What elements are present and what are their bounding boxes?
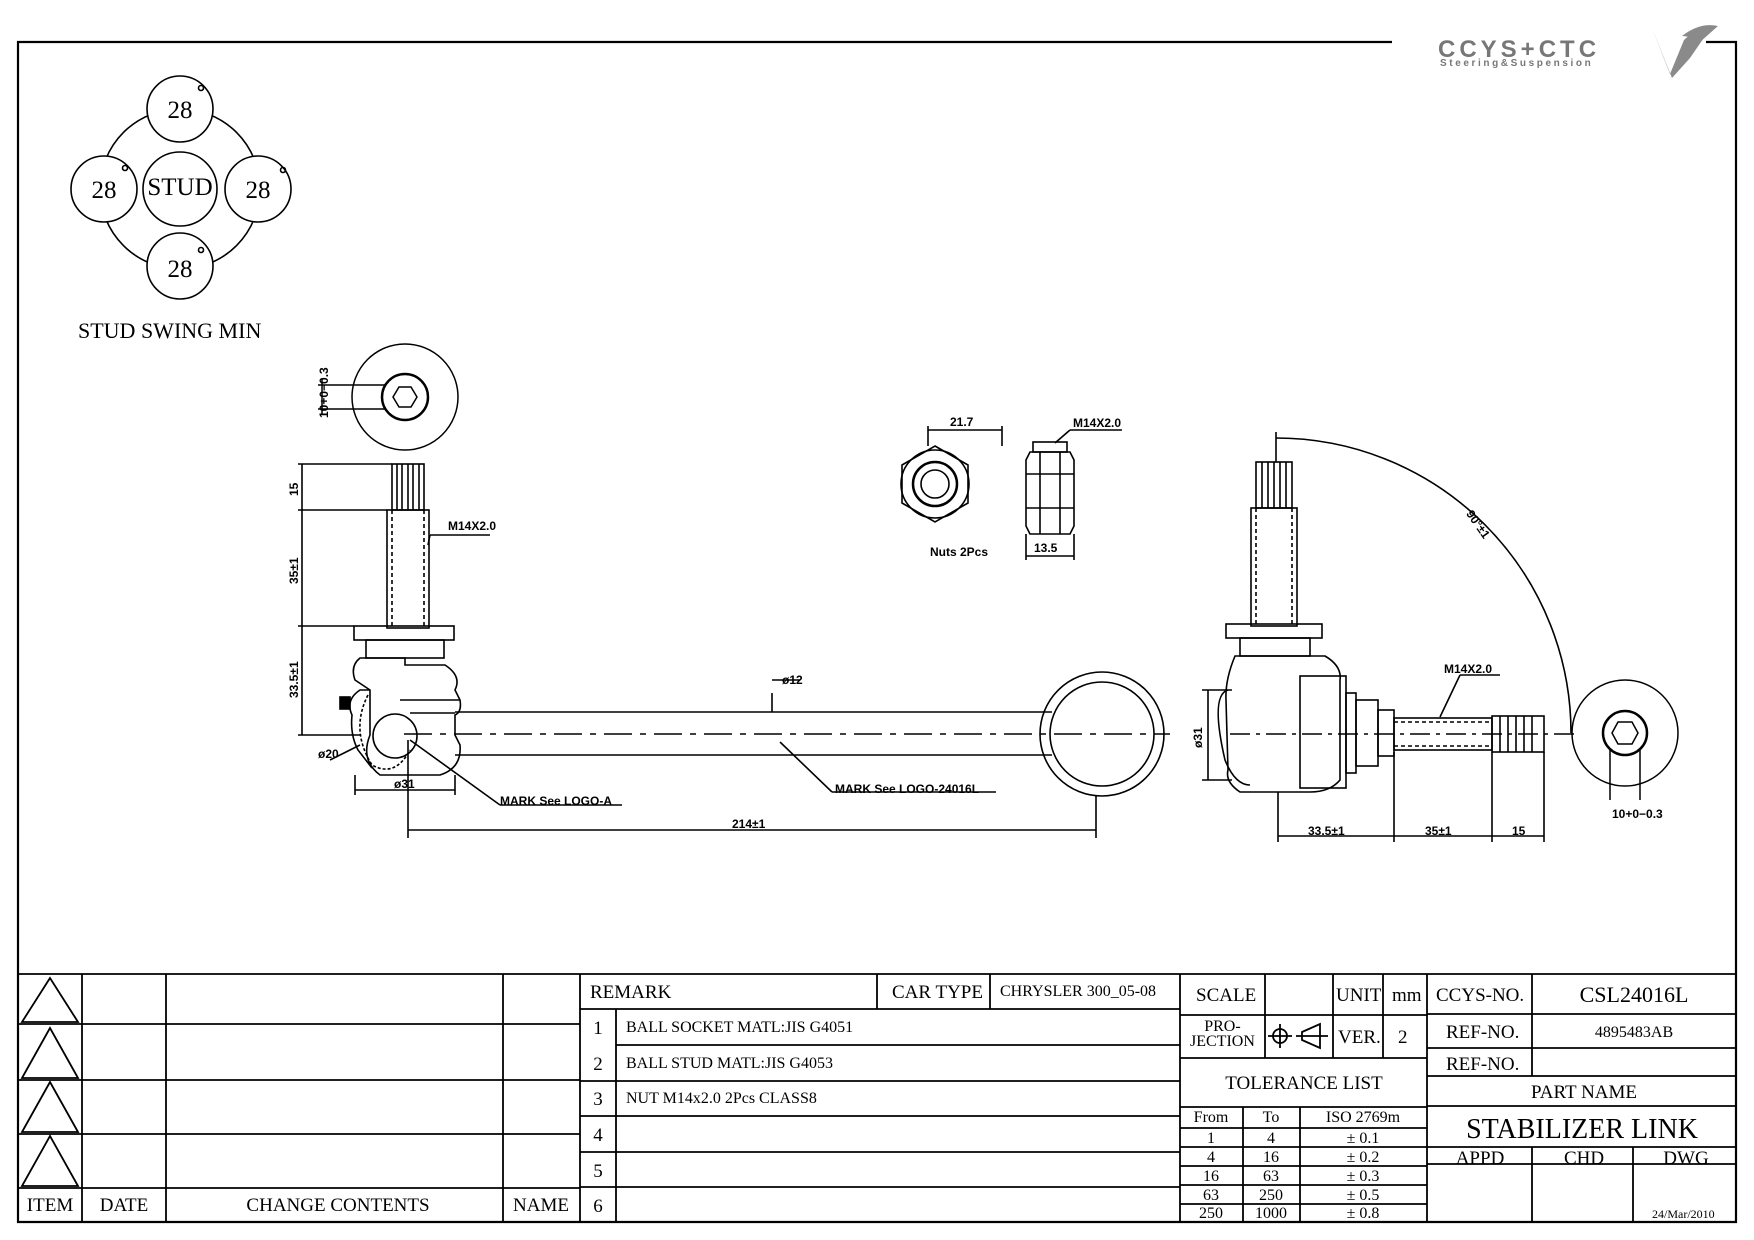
drawing-border — [16, 40, 1738, 1224]
swing-bottom-value: 28 — [167, 256, 193, 283]
dwg-label: DWG — [1663, 1148, 1709, 1169]
remark-no-5: 5 — [593, 1161, 603, 1182]
tol-header-from: From — [1193, 1109, 1229, 1126]
tol-row-2-tol: ± 0.2 — [1346, 1149, 1380, 1166]
remark-text-1: BALL SOCKET MATL:JIS G4051 — [626, 1019, 854, 1036]
nut-caption: Nuts 2Pcs — [930, 545, 989, 559]
dim-hex-right-tol: 10+0−0.3 — [1612, 807, 1663, 821]
tol-row-1-from: 1 — [1207, 1130, 1215, 1147]
remark-no-1: 1 — [593, 1018, 603, 1039]
car-type-value: CHRYSLER 300_05-08 — [1000, 983, 1157, 1000]
stud-swing-diagram — [70, 75, 292, 300]
right-ball-joint — [1202, 432, 1580, 842]
swing-left-value: 28 — [91, 177, 117, 204]
rev-header-date: DATE — [99, 1195, 149, 1216]
unit-label: UNIT — [1336, 985, 1382, 1006]
dim-stud-35: 35±1 — [287, 557, 301, 584]
dim-hex-top-tol: 10+0−0.3 — [317, 367, 331, 418]
dim-dia31-left: ø31 — [394, 777, 415, 791]
tol-header-to: To — [1262, 1109, 1280, 1126]
dim-stud-335: 33.5±1 — [287, 661, 301, 698]
mark-logo-a: MARK See LOGO-A — [500, 794, 613, 808]
dim-thread-right: M14X2.0 — [1444, 662, 1493, 676]
scale-label: SCALE — [1196, 985, 1257, 1006]
car-type-label: CAR TYPE — [892, 982, 983, 1003]
unit-value: mm — [1392, 985, 1422, 1006]
nut-views — [900, 426, 1122, 560]
dim-r-35: 35±1 — [1425, 824, 1452, 838]
ref-no-1-value: 4895483AB — [1594, 1024, 1674, 1041]
ver-value: 2 — [1398, 1027, 1408, 1048]
drawing-date: 24/Mar/2010 — [1652, 1207, 1715, 1221]
dim-thread-left: M14X2.0 — [448, 519, 497, 533]
left-ball-joint — [298, 463, 490, 795]
rev-header-item: ITEM — [26, 1195, 74, 1216]
ref-no-1-label: REF-NO. — [1446, 1022, 1520, 1043]
dim-dia12: ø12 — [782, 673, 803, 687]
tol-row-4-tol: ± 0.5 — [1346, 1187, 1380, 1204]
remark-no-2: 2 — [593, 1054, 603, 1075]
dim-nut-thread: M14X2.0 — [1073, 416, 1122, 430]
logo-mark — [1652, 25, 1718, 78]
swing-center-label: STUD — [147, 174, 213, 201]
tol-row-5-to: 1000 — [1255, 1205, 1287, 1222]
part-name-label: PART NAME — [1530, 1082, 1638, 1103]
rev-header-name: NAME — [513, 1195, 569, 1216]
rev-header-change: CHANGE CONTENTS — [246, 1195, 430, 1216]
tol-row-3-from: 16 — [1203, 1168, 1219, 1185]
title-block-grid — [18, 973, 1736, 1222]
mark-logo-part: MARK See LOGO-24016L — [835, 782, 980, 796]
tol-row-4-to: 250 — [1259, 1187, 1283, 1204]
tol-row-2-from: 4 — [1207, 1149, 1215, 1166]
dim-nut-height: 13.5 — [1034, 541, 1058, 555]
remark-no-3: 3 — [593, 1089, 603, 1110]
ref-no-2-label: REF-NO. — [1446, 1054, 1520, 1075]
remark-text-3: NUT M14x2.0 2Pcs CLASS8 — [626, 1090, 817, 1107]
tol-row-5-from: 250 — [1199, 1205, 1223, 1222]
dim-r-335: 33.5±1 — [1308, 824, 1345, 838]
swing-caption: STUD SWING MIN — [78, 318, 262, 343]
swing-right-value: 28 — [245, 177, 271, 204]
remark-no-6: 6 — [593, 1196, 603, 1217]
tol-row-3-to: 63 — [1263, 1168, 1279, 1185]
swing-top-value: 28 — [167, 97, 193, 124]
appd-label: APPD — [1455, 1148, 1505, 1169]
remark-text-2: BALL STUD MATL:JIS G4053 — [626, 1055, 833, 1072]
tol-row-4-from: 63 — [1203, 1187, 1219, 1204]
remark-title: REMARK — [590, 982, 672, 1003]
dim-stud-15: 15 — [287, 482, 301, 496]
right-stud-end-view — [1571, 679, 1679, 800]
dim-nut-width: 21.7 — [950, 415, 974, 429]
dim-length-214: 214±1 — [732, 817, 766, 831]
tolerance-title: TOLERANCE LIST — [1225, 1073, 1383, 1094]
ccys-no-label: CCYS-NO. — [1436, 985, 1525, 1006]
tol-row-1-to: 4 — [1267, 1130, 1275, 1147]
remark-no-4: 4 — [593, 1125, 603, 1146]
tol-row-1-tol: ± 0.1 — [1346, 1130, 1380, 1147]
part-name-value: STABILIZER LINK — [1466, 1114, 1698, 1145]
dim-dia20: ø20 — [318, 747, 339, 761]
ccys-no-value: CSL24016L — [1579, 982, 1689, 1007]
tol-row-2-to: 16 — [1263, 1149, 1279, 1166]
tol-header-iso: ISO 2769m — [1325, 1109, 1401, 1126]
chd-label: CHD — [1563, 1148, 1605, 1169]
left-stud-top-view — [318, 343, 459, 451]
brand-logo: CCYS+CTC — [1438, 36, 1601, 63]
projection-label: PRO- JECTION — [1190, 1018, 1255, 1051]
brand-tagline: Steering&Suspension — [1440, 58, 1594, 69]
dim-dia31-right: ø31 — [1191, 727, 1205, 748]
dim-r-15: 15 — [1512, 824, 1526, 838]
link-rod — [404, 671, 1170, 838]
tol-row-5-tol: ± 0.8 — [1346, 1205, 1380, 1222]
tol-row-3-tol: ± 0.3 — [1346, 1168, 1380, 1185]
ver-label: VER. — [1338, 1027, 1381, 1048]
